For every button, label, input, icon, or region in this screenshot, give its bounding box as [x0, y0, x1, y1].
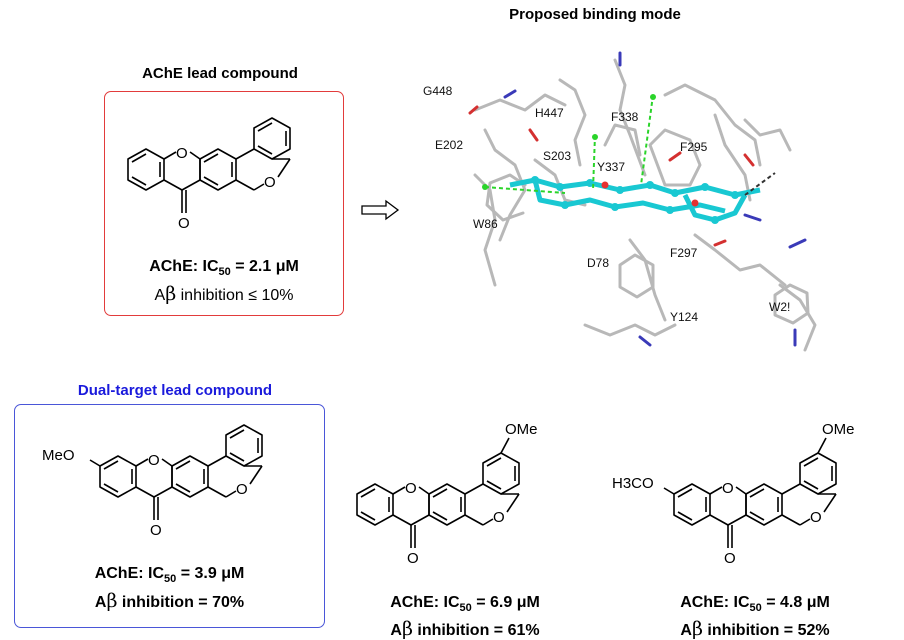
svg-text:F297: F297: [670, 246, 698, 260]
svg-text:O: O: [493, 509, 505, 526]
svg-text:H3CO: H3CO: [612, 475, 654, 492]
svg-text:Y337: Y337: [597, 160, 625, 174]
svg-text:Y124: Y124: [670, 310, 698, 324]
svg-text:O: O: [236, 481, 248, 498]
dual-lead-ic50: AChE: IC50 = 3.9 μM: [94, 565, 245, 586]
svg-text:O: O: [178, 215, 190, 232]
svg-text:O: O: [722, 480, 734, 497]
compound-3-structure: OMe O O O: [356, 421, 538, 567]
compound-3-ic50: AChE: IC50 = 6.9 μM: [390, 594, 540, 615]
svg-text:F338: F338: [611, 110, 639, 124]
svg-text:E202: E202: [435, 138, 463, 152]
binding-mode-image: G448 H447 F338 E202 S203 Y337 F295 W86 D…: [423, 51, 817, 352]
svg-text:O: O: [176, 145, 188, 162]
ache-lead-structure: O O O: [127, 117, 291, 232]
ache-lead-box: [104, 91, 344, 316]
compound-3-abeta: Aβ inhibition = 61%: [390, 618, 540, 640]
svg-text:OMe: OMe: [505, 421, 538, 438]
svg-text:O: O: [405, 480, 417, 497]
svg-text:W86: W86: [473, 217, 498, 231]
dual-lead-abeta: Aβ inhibition = 70%: [94, 590, 245, 612]
svg-text:F295: F295: [680, 140, 708, 154]
compound-4-abeta: Aβ inhibition = 52%: [680, 618, 830, 640]
svg-text:O: O: [148, 452, 160, 469]
binding-mode-title: Proposed binding mode: [509, 6, 681, 23]
svg-text:G448: G448: [423, 84, 453, 98]
svg-text:O: O: [264, 174, 276, 191]
svg-text:MeO: MeO: [42, 447, 75, 464]
compound-4-structure: H3CO OMe O O O: [612, 421, 855, 567]
svg-text:O: O: [724, 550, 736, 567]
svg-text:O: O: [810, 509, 822, 526]
svg-text:D78: D78: [587, 256, 609, 270]
dual-lead-title: Dual-target lead compound: [77, 382, 273, 399]
hollow-arrow-icon: [361, 199, 400, 221]
svg-text:O: O: [150, 522, 162, 539]
dual-lead-box: [14, 404, 325, 628]
ache-lead-title: AChE lead compound: [142, 65, 298, 82]
dual-lead-structure: MeO O O O: [42, 424, 263, 539]
ache-lead-abeta: Aβ inhibition ≤ 10%: [154, 283, 294, 305]
svg-text:S203: S203: [543, 149, 571, 163]
compound-4-ic50: AChE: IC50 = 4.8 μM: [680, 594, 830, 615]
svg-text:H447: H447: [535, 106, 564, 120]
svg-text:W2!: W2!: [769, 300, 790, 314]
ache-lead-ic50: AChE: IC50 = 2.1 μM: [149, 258, 299, 279]
svg-text:OMe: OMe: [822, 421, 855, 438]
svg-text:O: O: [407, 550, 419, 567]
